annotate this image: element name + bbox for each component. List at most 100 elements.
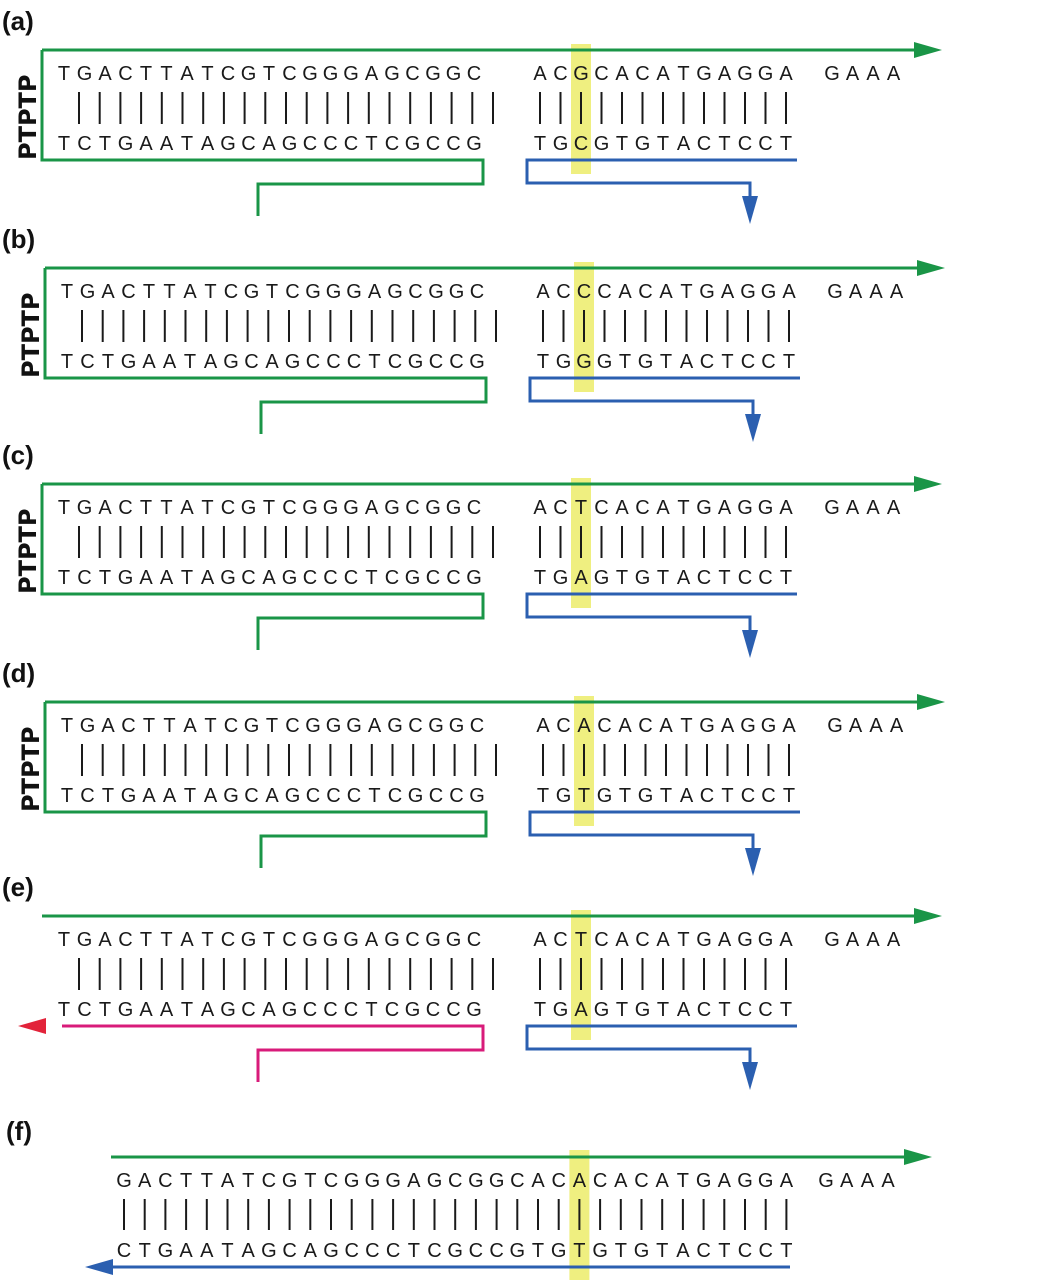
base-top: G [468,1170,484,1192]
base-top: C [597,715,611,737]
base-bottom: G [220,133,236,155]
base-bottom: C [344,133,358,155]
base-top: C [118,929,132,951]
base-top: G [758,929,774,951]
base-top: G [302,497,318,519]
arrow-down-icon [745,848,761,876]
base-bottom: T [578,785,590,807]
base-bottom: T [99,133,111,155]
base-top: C [638,281,652,303]
base-bottom: G [556,785,572,807]
base-bottom: T [58,567,70,589]
base-top: T [263,63,275,85]
base-top: A [536,715,550,737]
base-bottom: T [368,351,380,373]
base-top: G [77,497,93,519]
base-bottom: G [405,567,421,589]
base-top: T [575,929,587,951]
base-tail: A [861,1170,875,1192]
base-top: G [425,63,441,85]
base-bottom: A [163,351,177,373]
base-tail: G [824,929,840,951]
base-top: A [718,929,732,951]
base-top: C [408,715,422,737]
base-bottom: C [303,567,317,589]
base-top: A [533,929,547,951]
base-top: G [427,1170,443,1192]
base-bottom: A [204,351,218,373]
base-bottom: T [616,567,628,589]
base-bottom: G [121,351,137,373]
base-top: A [183,715,197,737]
base-bottom: C [449,351,463,373]
base-bottom: T [61,785,73,807]
base-top: G [740,715,756,737]
base-top: G [737,929,753,951]
base-tail: A [846,929,860,951]
base-bottom: C [446,133,460,155]
probe-side-label: PTPTP [17,726,45,812]
base-bottom: G [551,1240,567,1262]
base-top: A [573,1170,587,1192]
base-top: T [266,281,278,303]
base-bottom: G [469,351,485,373]
base-bottom: T [721,785,733,807]
base-bottom: T [99,999,111,1021]
base-top: A [180,497,194,519]
base-tail: A [849,281,863,303]
base-bottom: G [594,567,610,589]
base-top: G [343,929,359,951]
base-bottom: C [741,785,755,807]
base-top: A [614,1170,628,1192]
base-bottom: C [241,999,255,1021]
base-top: G [346,281,362,303]
base-bottom: C [741,351,755,373]
base-top: C [121,715,135,737]
base-bottom: T [534,567,546,589]
base-top: A [718,63,732,85]
base-tail: A [869,715,883,737]
base-top: A [368,281,382,303]
base-top: C [510,1170,524,1192]
base-top: T [204,281,216,303]
arrow-down-icon [742,1062,758,1090]
base-bottom: T [102,351,114,373]
base-top: G [699,281,715,303]
base-bottom: T [783,785,795,807]
right-probe-line [525,592,797,630]
panel-label: (f) [6,1116,32,1146]
base-bottom: C [365,1240,379,1262]
base-top: A [782,715,796,737]
base-top: A [368,715,382,737]
base-bottom: C [574,133,588,155]
base-top: A [615,929,629,951]
panel-label: (b) [2,224,35,254]
base-top: G [758,497,774,519]
base-top: T [263,929,275,951]
base-top: C [594,497,608,519]
base-top: C [224,281,238,303]
base-top: C [635,63,649,85]
base-top: A [98,497,112,519]
base-tail: G [824,497,840,519]
base-bottom: G [405,999,421,1021]
base-top: T [201,929,213,951]
base-bottom: C [426,133,440,155]
base-bottom: A [265,785,279,807]
base-bottom: T [657,567,669,589]
base-top: A [407,1170,421,1192]
base-top: G [449,715,465,737]
base-bottom: T [534,999,546,1021]
base-top: C [634,1170,648,1192]
base-bottom: A [204,785,218,807]
base-bottom: A [160,133,174,155]
base-top: G [326,281,342,303]
base-top: T [201,63,213,85]
base-top: G [758,63,774,85]
base-top: C [467,497,481,519]
base-top: C [594,929,608,951]
base-top: C [593,1170,607,1192]
base-tail: A [890,281,904,303]
base-top: A [782,281,796,303]
